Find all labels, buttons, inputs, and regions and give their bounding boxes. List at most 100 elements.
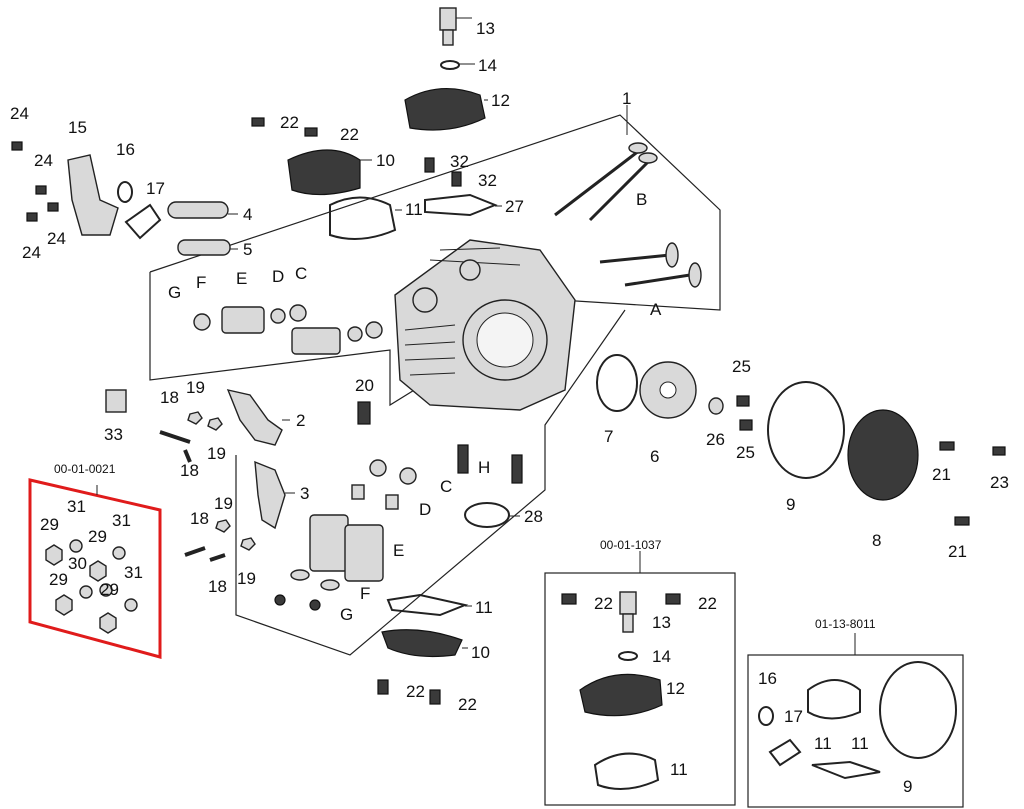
cap-13: [439, 7, 457, 46]
letter-G2: G: [340, 605, 353, 624]
callout-12a: 12: [491, 91, 510, 110]
callout-22f: 22: [698, 594, 717, 613]
callout-25b: 25: [736, 443, 755, 462]
seal-17: [124, 203, 162, 240]
bolts-22-top: [251, 117, 318, 137]
letter-E1: E: [236, 269, 247, 288]
o-ring-14: [440, 60, 460, 70]
callout-10a: 10: [376, 151, 395, 170]
callout-25a: 25: [732, 357, 751, 376]
callout-22b: 22: [340, 125, 359, 144]
callout-27: 27: [505, 197, 524, 216]
callout-1: 1: [622, 89, 631, 108]
callout-9b: 9: [903, 777, 912, 796]
callout-22c: 22: [406, 682, 425, 701]
callout-13b: 13: [652, 613, 671, 632]
letter-G1: G: [168, 283, 181, 302]
callout-19c: 19: [214, 494, 233, 513]
letter-F1: F: [196, 273, 206, 292]
letter-C1: C: [295, 264, 307, 283]
callout-22a: 22: [280, 113, 299, 132]
bolt-22-c: [377, 679, 389, 695]
kit-b-parts: [561, 591, 681, 790]
studs-18: [159, 430, 226, 562]
bolt-25b: [739, 419, 753, 431]
pin-4: [167, 201, 229, 219]
callout-29d: 29: [100, 580, 119, 599]
letter-A: A: [650, 300, 662, 319]
callout-13a: 13: [476, 19, 495, 38]
gasket-11-mid: [386, 593, 469, 617]
callout-29c: 29: [49, 570, 68, 589]
callout-14a: 14: [478, 56, 497, 75]
callout-11a: 11: [405, 200, 423, 219]
valve-springs-lower: [274, 459, 417, 611]
letter-C2: C: [440, 477, 452, 496]
o-ring-7: [596, 354, 638, 412]
leader-lines: [96, 17, 856, 655]
callout-29b: 29: [88, 527, 107, 546]
bolt-20: [357, 401, 371, 425]
callout-21a: 21: [932, 465, 951, 484]
cover-10-mid: [381, 629, 463, 658]
callout-18c: 18: [190, 509, 209, 528]
bracket-15: [67, 154, 119, 236]
callout-7: 7: [604, 427, 613, 446]
callout-11b: 11: [475, 598, 493, 617]
callout-19a: 19: [186, 378, 205, 397]
cylinder-head: [394, 239, 576, 411]
cover-12: [404, 87, 486, 131]
callout-20: 20: [355, 376, 374, 395]
kit-a-parts: [45, 539, 138, 634]
callout-24a: 24: [10, 104, 29, 123]
callout-21b: 21: [948, 542, 967, 561]
callout-32b: 32: [478, 171, 497, 190]
bushing-33: [105, 389, 127, 413]
valve-stems: [554, 142, 702, 288]
rocker-arm-2: [226, 389, 283, 446]
letter-E2: E: [393, 541, 404, 560]
nuts-19: [187, 411, 256, 551]
callout-28: 28: [524, 507, 543, 526]
callout-3: 3: [300, 484, 309, 503]
bolt-25a: [736, 395, 750, 407]
callout-5: 5: [243, 240, 252, 259]
callout-17b: 17: [784, 707, 803, 726]
letter-B: B: [636, 190, 647, 209]
callout-19d: 19: [237, 569, 256, 588]
bolt-22-d: [429, 689, 441, 705]
bolts-24: [11, 141, 59, 222]
callout-16b: 16: [758, 669, 777, 688]
valve-springs-upper: [193, 304, 383, 355]
callout-24c: 24: [47, 229, 66, 248]
bolt-21a: [939, 441, 955, 451]
callout-8: 8: [872, 531, 881, 550]
letter-F2: F: [360, 584, 370, 603]
letter-H: H: [478, 458, 490, 477]
kit-ref-c: 01-13-8011: [815, 617, 876, 631]
callout-6: 6: [650, 447, 659, 466]
callout-17a: 17: [146, 179, 165, 198]
kit-a-highlight-frame: [28, 478, 162, 659]
callout-31a: 31: [67, 497, 86, 516]
callout-11d: 11: [814, 734, 832, 753]
callout-12b: 12: [666, 679, 685, 698]
callout-11c: 11: [670, 760, 688, 779]
o-ring-16: [117, 181, 133, 203]
callout-10b: 10: [471, 643, 490, 662]
callout-31c: 31: [124, 563, 143, 582]
callout-33: 33: [104, 425, 123, 444]
pin-5: [177, 239, 231, 256]
callout-24b: 24: [34, 151, 53, 170]
gasket-27: [424, 193, 498, 217]
gasket-9: [767, 381, 845, 479]
callout-26: 26: [706, 430, 725, 449]
callout-4: 4: [243, 205, 252, 224]
kit-ref-a: 00-01-0021: [54, 462, 116, 476]
callout-24d: 24: [22, 243, 41, 262]
spacer-26: [708, 397, 724, 415]
stud-32a: [424, 157, 435, 173]
kit-c-frame: [747, 654, 964, 808]
